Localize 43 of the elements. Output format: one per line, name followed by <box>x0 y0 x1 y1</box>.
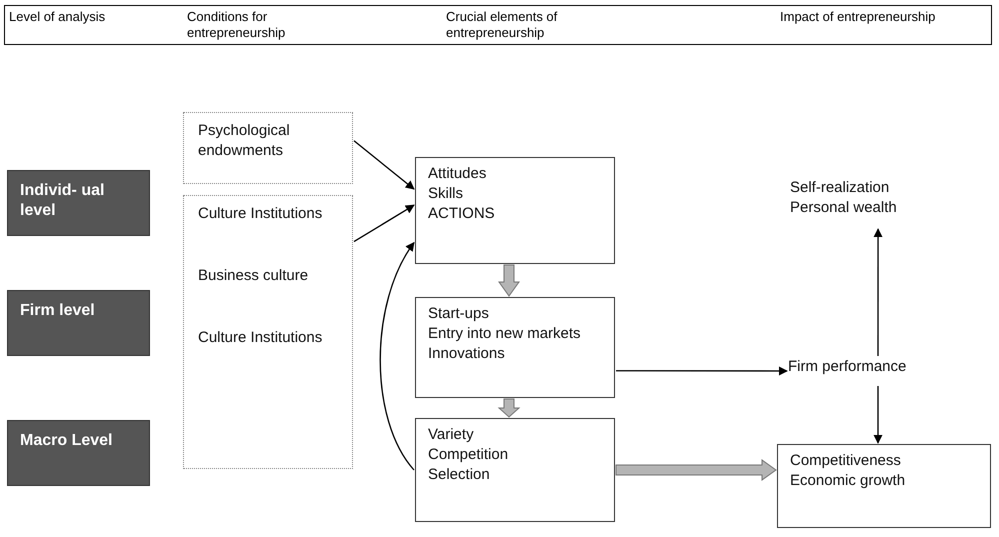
level-box <box>7 290 150 356</box>
arrow <box>354 140 415 190</box>
block-arrow <box>498 264 520 297</box>
dotted-box <box>183 195 353 469</box>
box-text: Self-realization <box>790 178 890 198</box>
box-text: Selection <box>428 465 491 485</box>
box-text: Entry into new markets <box>428 324 582 344</box>
process-box <box>415 157 615 264</box>
box-text: Culture Institutions <box>198 204 324 224</box>
column-header: Crucial elements of entrepreneurship <box>446 9 558 41</box>
arrow <box>616 366 788 376</box>
process-box <box>415 418 615 522</box>
box-text: Firm performance <box>788 357 908 377</box>
column-header: Impact of entrepreneurship <box>780 9 936 25</box>
process-box <box>415 297 615 398</box>
level-label: Individ- ual level <box>20 181 106 221</box>
block-arrow <box>498 398 520 418</box>
box-text: Economic growth <box>790 471 906 491</box>
column-header: Conditions for entrepreneurship <box>187 9 286 41</box>
arrow <box>874 228 883 356</box>
box-text: Start-ups <box>428 304 490 324</box>
box-text: Psychological endowments <box>198 121 291 161</box>
column-header: Level of analysis <box>9 9 106 25</box>
level-box <box>7 420 150 486</box>
arrow <box>354 204 415 242</box>
level-label: Macro Level <box>20 431 114 451</box>
block-arrow <box>616 459 777 481</box>
box-text: Personal wealth <box>790 198 898 218</box>
box-text: Skills <box>428 184 464 204</box>
box-text: Variety <box>428 425 475 445</box>
box-text: Competition <box>428 445 510 465</box>
box-text: Attitudes <box>428 164 488 184</box>
box-text: Innovations <box>428 344 506 364</box>
arrow <box>380 242 415 470</box>
process-box <box>777 444 991 528</box>
arrow <box>873 386 883 444</box>
box-text: Competitiveness <box>790 451 902 471</box>
level-label: Firm level <box>20 301 96 321</box>
box-text: Culture Institutions <box>198 328 324 348</box>
box-text: ACTIONS <box>428 204 496 224</box>
box-text: Business culture <box>198 266 310 286</box>
level-box <box>7 170 150 236</box>
dotted-box <box>183 112 353 184</box>
